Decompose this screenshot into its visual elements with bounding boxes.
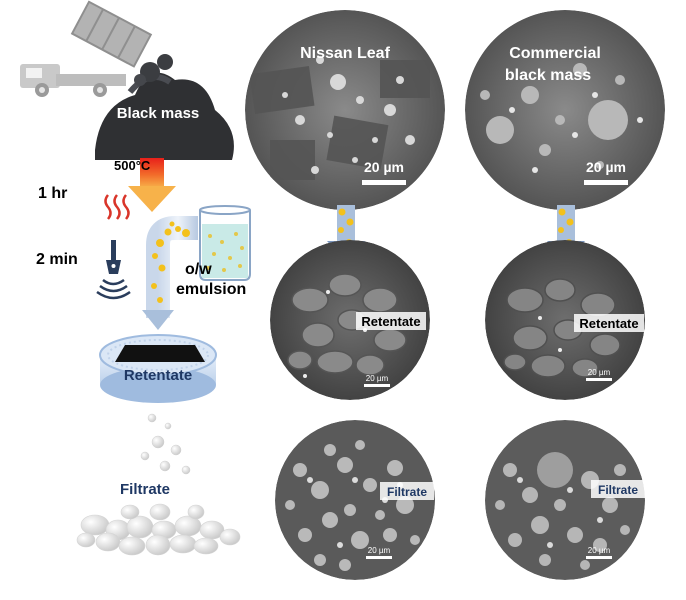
commercial-title-line2: black mass xyxy=(505,67,591,84)
emulsion-droplets xyxy=(151,221,190,303)
scale-label-commercial: 20 µm xyxy=(586,159,626,175)
scale-label-nissan: 20 µm xyxy=(364,159,404,175)
retentate-label: Retentate xyxy=(124,367,192,384)
sem-commercial-retentate xyxy=(485,240,645,400)
temperature-label: 500°C xyxy=(114,158,151,173)
dump-truck-icon xyxy=(20,0,153,97)
sem-nissan-filtrate xyxy=(275,420,435,580)
scale-bar-nissan xyxy=(362,180,406,185)
black-mass-label: Black mass xyxy=(117,105,200,122)
retentate-tag-commercial-bg xyxy=(574,314,644,332)
commercial-title-line1: Commercial xyxy=(509,45,601,62)
scale-bar-nissan-filtrate xyxy=(366,556,392,559)
filtrate-tag-nissan-bg xyxy=(380,482,434,500)
filtrate-label: Filtrate xyxy=(120,481,170,498)
filtrate-pile xyxy=(76,503,241,556)
scale-label-commercial-filtrate: 20 µm xyxy=(588,546,611,555)
beaker-icon xyxy=(199,205,251,281)
scale-label-commercial-retentate: 20 µm xyxy=(588,368,611,377)
filter-dish-icon xyxy=(99,334,217,403)
scale-label-nissan-retentate: 20 µm xyxy=(366,374,389,383)
emulsion-label-line2: emulsion xyxy=(176,281,246,298)
heating-time-label: 1 hr xyxy=(38,185,67,202)
scale-bar-commercial-retentate xyxy=(586,378,612,381)
black-mass-pile xyxy=(95,54,234,160)
retentate-tag-commercial: Retentate xyxy=(579,316,638,331)
retentate-tag-nissan: Retentate xyxy=(361,314,420,329)
emulsion-flow-pipe xyxy=(142,216,198,330)
heat-arrow xyxy=(128,158,176,212)
scale-bar-nissan-retentate xyxy=(364,384,390,387)
filtrate-tag-commercial-bg xyxy=(591,480,645,498)
sem-nissan-leaf-black-mass xyxy=(245,10,445,210)
filtrate-tag-commercial: Filtrate xyxy=(598,483,638,497)
sem-commercial-black-mass xyxy=(465,10,665,210)
emulsion-label-line1: o/w xyxy=(185,261,212,278)
nissan-leaf-title: Nissan Leaf xyxy=(300,45,390,62)
sonicator-probe-icon xyxy=(96,240,131,300)
sonication-time-label: 2 min xyxy=(36,251,78,268)
filtrate-tag-nissan: Filtrate xyxy=(387,485,427,499)
heat-waves-icon xyxy=(104,194,130,220)
scale-bar-commercial-filtrate xyxy=(586,556,612,559)
scale-label-nissan-filtrate: 20 µm xyxy=(368,546,391,555)
sem-commercial-filtrate xyxy=(485,420,645,580)
scale-bar-commercial xyxy=(584,180,628,185)
retentate-tag-nissan-bg xyxy=(356,312,426,330)
filtrate-particles-falling xyxy=(140,413,191,475)
sem-nissan-retentate xyxy=(270,240,430,400)
